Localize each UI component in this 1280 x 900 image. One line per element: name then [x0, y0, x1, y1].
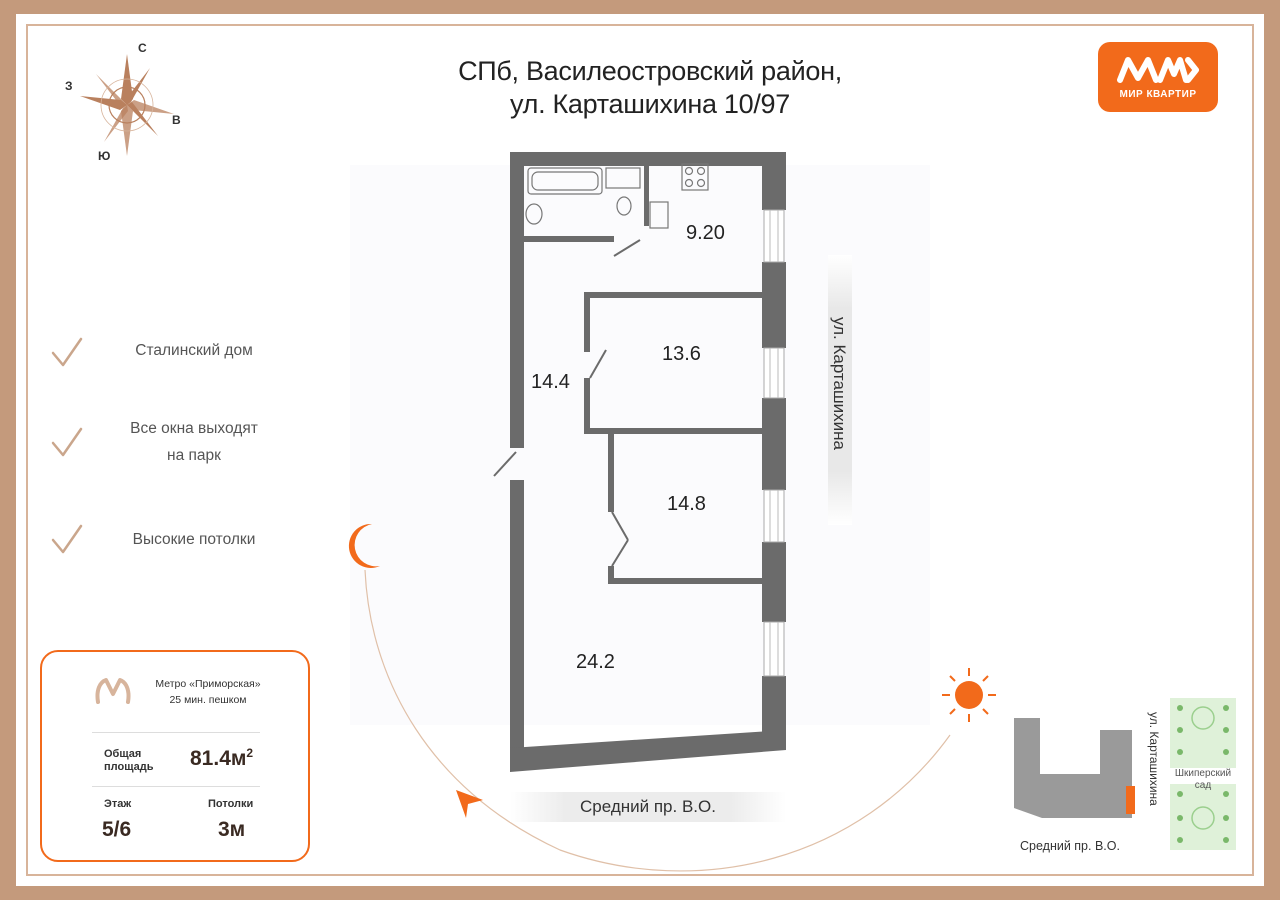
area-room-b: 14.8	[667, 493, 706, 515]
window	[763, 489, 785, 543]
door	[611, 511, 629, 541]
wall-interior	[584, 378, 590, 434]
garden-park	[1170, 698, 1236, 850]
inner-border	[26, 24, 1254, 876]
street-label-side: ул. Карташихина	[828, 255, 852, 525]
door	[611, 539, 629, 567]
compass-rose-icon: С З В Ю	[65, 41, 181, 163]
svg-text:ул. Карташихина: ул. Карташихина	[830, 317, 849, 450]
logo-text: МИР КВАРТИР	[1119, 89, 1197, 100]
wall-bottom	[510, 730, 786, 772]
toilet-icon	[616, 196, 632, 216]
arrow-icon	[456, 790, 483, 818]
wall-top	[510, 152, 786, 166]
checkmark-icon	[51, 427, 83, 457]
wall-left-lower	[510, 480, 524, 770]
wall-interior	[584, 292, 762, 298]
wall-interior	[608, 566, 614, 584]
entrance-door	[493, 451, 517, 477]
floor-value: 5/6	[102, 818, 132, 841]
checkmark-icon	[51, 337, 83, 367]
feature-label: Высокие потолки	[132, 531, 256, 548]
area-label: Общая площадь	[104, 748, 154, 773]
area-room-a: 13.6	[662, 343, 701, 365]
garden-name-line-2: сад	[1195, 780, 1212, 791]
wall-interior	[524, 236, 614, 242]
door	[613, 239, 641, 257]
address-title: СПб, Василеостровский район, ул. Карташи…	[400, 55, 900, 121]
window	[763, 209, 785, 263]
wall-right	[762, 676, 786, 750]
metro-station: Метро «Приморская» 25 мин. пешком	[155, 678, 261, 706]
mir-kvartir-logo: МИР КВАРТИР	[1098, 42, 1218, 112]
ceiling-value: 3м	[218, 818, 246, 841]
area-kitchen: 9.20	[686, 222, 725, 244]
logo-mark-icon	[1117, 57, 1199, 83]
info-card: Метро «Приморская» 25 мин. пешком Общая …	[40, 650, 310, 862]
wall-interior	[608, 428, 614, 512]
mini-map-bottom-street: Средний пр. В.О.	[1020, 839, 1120, 853]
feature-label: Сталинский дом	[135, 342, 253, 359]
sun-path-arc	[364, 569, 951, 872]
kitchen-sink-icon	[649, 201, 669, 229]
cabinet	[605, 167, 641, 189]
wall-interior	[644, 166, 649, 226]
address-line-2: ул. Карташихина 10/97	[510, 89, 790, 119]
address-line-1: СПб, Василеостровский район,	[458, 56, 842, 86]
apartment-marker	[1126, 786, 1135, 814]
area-hall: 14.4	[531, 371, 570, 393]
door	[589, 349, 607, 379]
compass-south: Ю	[98, 149, 110, 163]
window	[763, 621, 785, 677]
feature-label: Все окна выходят на парк	[130, 420, 258, 464]
window	[763, 347, 785, 399]
building-footprint	[1014, 718, 1132, 818]
wall-right	[762, 542, 786, 622]
wall-interior	[608, 578, 762, 584]
garden-name-line-1: Шкиперский	[1175, 768, 1231, 779]
sun-icon	[942, 668, 996, 722]
wall-right	[762, 262, 786, 348]
wall-interior	[584, 292, 590, 352]
checkmark-icon	[51, 524, 83, 554]
street-label-bottom: Средний пр. В.О.	[510, 792, 786, 822]
area-value: 81.4м2	[190, 746, 254, 770]
compass-north: С	[138, 41, 147, 55]
floor-label: Этаж	[104, 798, 132, 810]
area-room-c: 24.2	[576, 651, 615, 673]
compass-east: В	[172, 113, 181, 127]
moon-icon	[348, 523, 380, 568]
wall-right	[762, 152, 786, 210]
stove-icon	[681, 163, 709, 191]
divider	[92, 786, 260, 787]
mini-map-side-street: ул. Карташихина	[1147, 712, 1161, 806]
compass-west: З	[65, 79, 73, 93]
metro-logo-icon	[95, 678, 131, 704]
sink-icon	[525, 203, 543, 225]
ceiling-label: Потолки	[208, 798, 254, 810]
wall-right	[762, 398, 786, 490]
bathtub-icon	[527, 167, 603, 195]
divider	[92, 732, 260, 733]
wall-left-upper	[510, 152, 524, 448]
wall-interior	[584, 428, 762, 434]
mini-map: ул. Карташихина Средний пр. В.О. Шкиперс…	[1014, 698, 1236, 853]
